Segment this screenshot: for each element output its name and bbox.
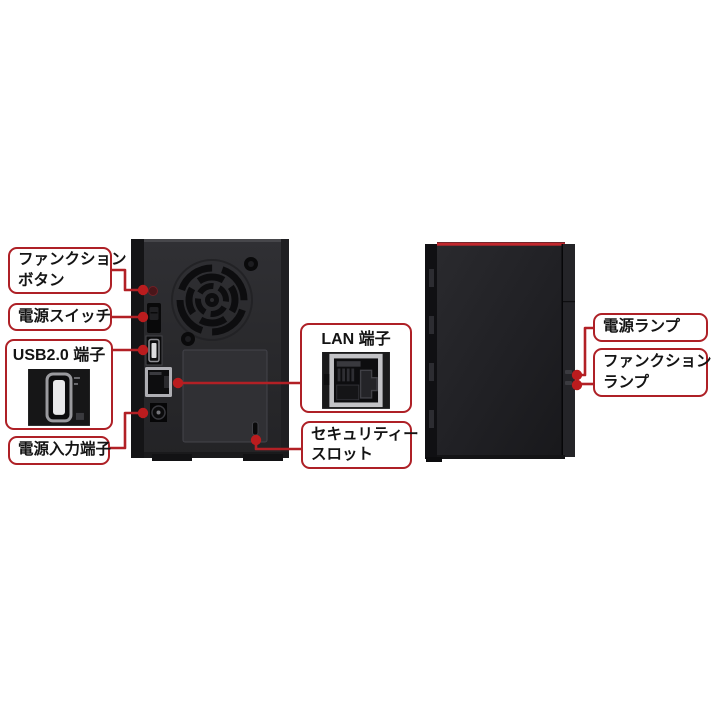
connector-dot-power-input — [137, 407, 149, 419]
connector-dot-lan — [172, 377, 184, 389]
lan-port — [145, 367, 172, 397]
power-led — [565, 370, 572, 374]
power-input-jack — [150, 403, 167, 422]
connector-dot-power-lamp — [571, 369, 583, 381]
callout-power-input-text: 電源入力端子 — [18, 441, 112, 459]
rear-foot — [152, 454, 192, 461]
callout-function-lamp-line2: ランプ — [603, 373, 650, 391]
callout-power-lamp-text: 電源ランプ — [603, 318, 681, 336]
usb-port-photo-icon — [28, 369, 90, 426]
connector-dot-function-lamp — [571, 379, 583, 391]
callout-function-button-line1: ファンクション — [18, 251, 127, 269]
usb-port — [145, 335, 163, 366]
front-accent-line — [437, 242, 565, 246]
connector-line-function-button — [110, 268, 140, 292]
callout-lan-port: LAN 端子 — [300, 323, 412, 413]
front-door-face — [437, 242, 565, 459]
callout-security-slot: セキュリティー スロット — [301, 421, 419, 469]
lan-port-photo-icon — [322, 352, 390, 409]
connector-dot-usb — [137, 344, 149, 356]
function-button — [148, 286, 158, 296]
connector-line-power-lamp — [579, 326, 594, 377]
rear-foot — [243, 454, 283, 461]
power-switch — [147, 303, 161, 333]
callout-function-lamp: ファンクション ランプ — [593, 348, 712, 397]
front-led-area — [565, 370, 572, 385]
front-view-photo — [425, 242, 575, 462]
connector-dot-function-button — [137, 284, 149, 296]
connector-dot-power-switch — [137, 311, 149, 323]
front-foot — [426, 457, 442, 462]
callout-lan-port-title: LAN 端子 — [321, 331, 391, 348]
callout-security-slot-line1: セキュリティー — [311, 425, 419, 443]
callout-function-button-line2: ボタン — [18, 271, 65, 289]
function-led — [565, 381, 572, 385]
front-left-edge — [425, 244, 439, 459]
callout-power-lamp: 電源ランプ — [593, 313, 708, 342]
callout-function-lamp-line1: ファンクション — [603, 353, 712, 371]
callout-usb-port: USB2.0 端子 — [5, 339, 113, 430]
callout-power-switch-text: 電源スイッチ — [18, 307, 112, 325]
connector-dot-security — [250, 434, 262, 446]
callout-power-input: 電源入力端子 — [8, 436, 112, 465]
connector-line-security — [254, 442, 302, 451]
screw — [181, 257, 258, 346]
rear-service-panel — [182, 349, 268, 443]
connector-line-power-input — [109, 411, 140, 450]
rear-view-photo — [131, 239, 289, 461]
callout-power-switch: 電源スイッチ — [8, 303, 112, 331]
callout-function-button: ファンクション ボタン — [8, 247, 127, 294]
callout-security-slot-line2: スロット — [311, 446, 374, 463]
front-right-strip — [563, 244, 575, 457]
callout-usb-port-title: USB2.0 端子 — [12, 347, 106, 364]
